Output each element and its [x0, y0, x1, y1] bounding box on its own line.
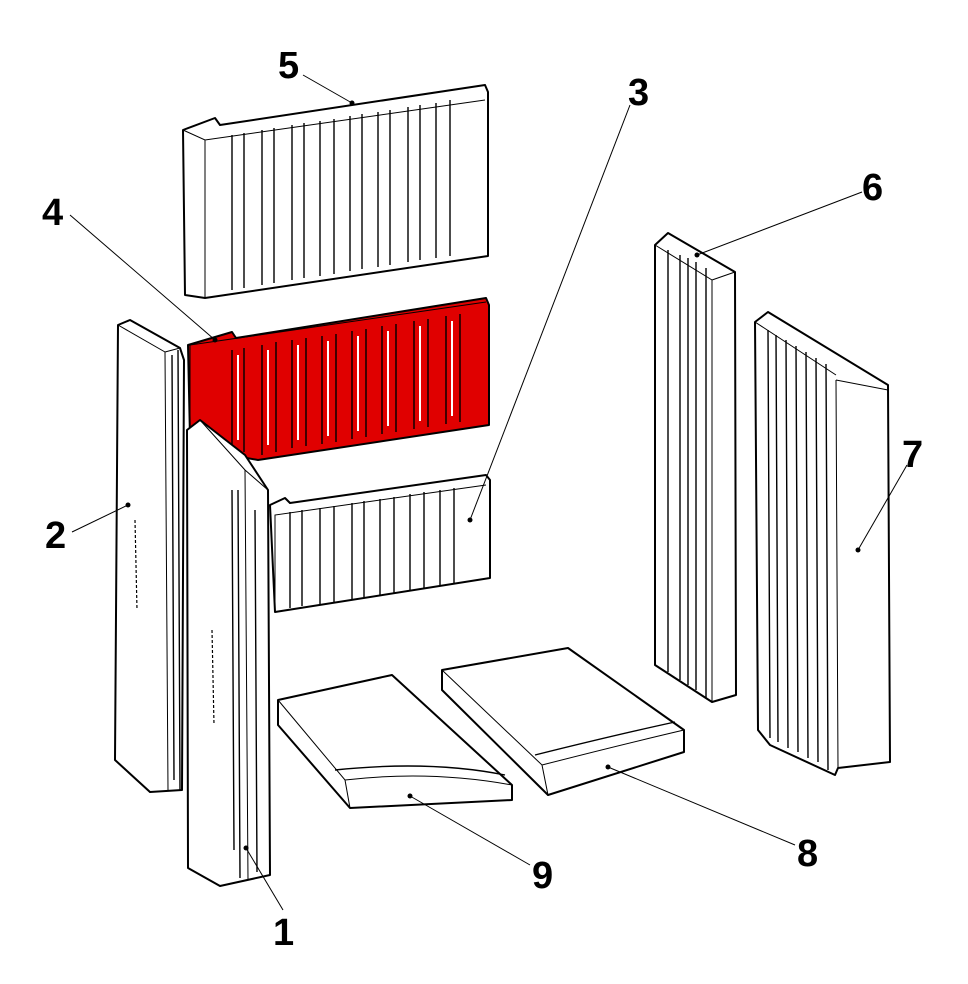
label-part-7: 7 — [902, 434, 923, 476]
leader-8 — [607, 766, 796, 846]
part-1-front-left-pillar — [186, 419, 271, 887]
label-part-9: 9 — [532, 855, 553, 897]
part-3-back-panel-lower — [269, 474, 491, 613]
label-part-8: 8 — [797, 833, 818, 875]
leader-8-point — [605, 764, 611, 770]
leader-4 — [69, 214, 216, 341]
leader-9-point — [407, 793, 413, 799]
leader-2-point — [125, 502, 131, 508]
leader-lines — [69, 74, 908, 911]
label-part-2: 2 — [45, 515, 66, 557]
leader-7 — [857, 464, 908, 551]
part-8-floor-plate-right — [441, 647, 685, 796]
part-5-back-panel-top — [182, 84, 489, 299]
leader-3-point — [467, 517, 473, 523]
label-part-1: 1 — [273, 912, 294, 954]
leader-5-point — [349, 100, 355, 106]
label-part-5: 5 — [278, 45, 299, 87]
leader-6-point — [694, 252, 700, 258]
part-4-back-panel-highlighted — [187, 297, 490, 461]
part-2-left-side-panel — [114, 319, 185, 793]
leader-2 — [71, 504, 129, 533]
leader-7-point — [855, 547, 861, 553]
part-9-floor-plate-left — [277, 674, 513, 809]
label-part-3: 3 — [628, 72, 649, 114]
leader-1-point — [243, 845, 249, 851]
leader-4-point — [212, 337, 218, 343]
leader-6 — [696, 191, 863, 256]
callout-labels: 5 3 6 4 2 7 8 9 1 — [42, 45, 923, 954]
part-6-right-pillar — [654, 232, 737, 703]
part-7-right-side-panel — [754, 311, 891, 776]
leader-3 — [469, 104, 631, 521]
leader-1 — [245, 847, 284, 911]
label-part-6: 6 — [862, 167, 883, 209]
leader-9 — [409, 795, 531, 866]
leader-5 — [302, 74, 353, 104]
label-part-4: 4 — [42, 192, 63, 234]
